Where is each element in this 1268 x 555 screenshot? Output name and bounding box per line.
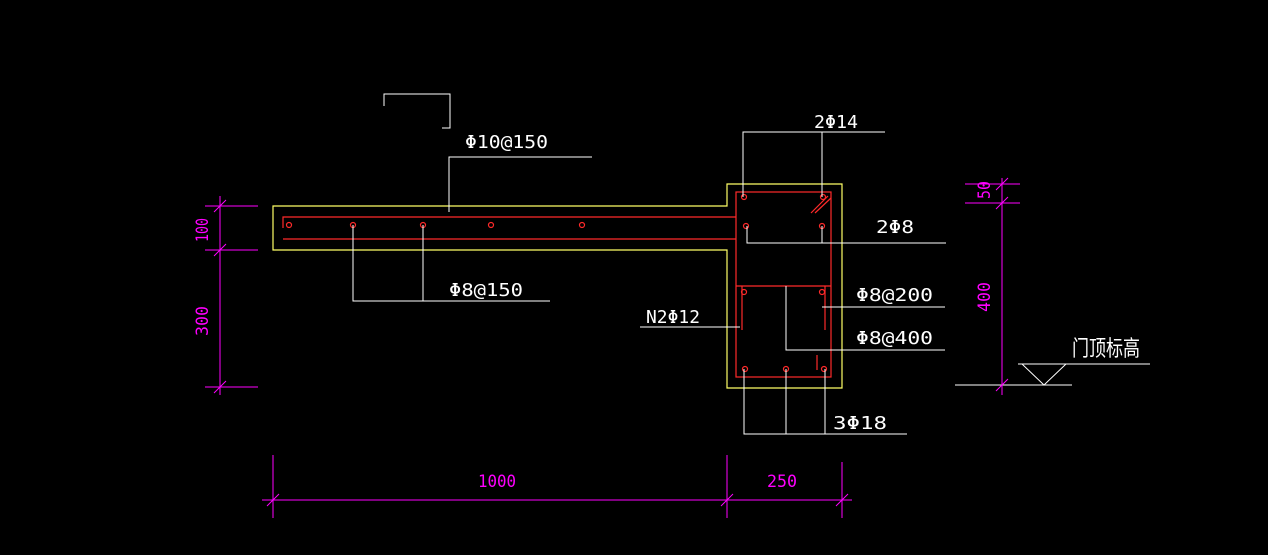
slab-dist-leader <box>352 225 550 302</box>
elevation-triangle <box>1020 363 1068 386</box>
slab-bar-dot <box>578 221 586 229</box>
tick <box>995 177 1009 191</box>
top-bar-leader <box>448 156 592 212</box>
tick <box>213 380 227 394</box>
rebar-dots <box>285 193 828 373</box>
bottom-bars-leader <box>743 369 907 435</box>
beam-stirrup <box>735 191 832 378</box>
tie-bar-label: Φ8@400 <box>856 328 933 349</box>
middle-bars-leader <box>746 226 946 244</box>
bar-shape-symbol <box>383 93 451 129</box>
stirrup-label: Φ8@200 <box>856 285 933 306</box>
slab-thickness-dim: 100 <box>193 218 213 242</box>
tie-leader <box>785 286 945 351</box>
rebar-group <box>282 191 832 378</box>
drop-height-dim: 300 <box>193 306 213 336</box>
tick <box>213 243 227 257</box>
beam-bar-dot <box>741 365 749 373</box>
beam-height-dim: 400 <box>975 282 995 312</box>
dimension-lines <box>205 177 1020 518</box>
beam-bar-dot <box>742 222 750 230</box>
canopy-length-dim: 1000 <box>478 472 516 492</box>
tick <box>213 199 227 213</box>
elevation-mark-label: 门顶标高 <box>1072 337 1140 362</box>
beam-bar-dot <box>820 365 828 373</box>
beam-top-step-dim: 50 <box>975 181 995 199</box>
corner-bars-label: 2Φ14 <box>814 112 858 133</box>
beam-bar-dot <box>818 288 826 296</box>
beam-width-dim: 250 <box>767 472 797 492</box>
canopy-slab-outline <box>272 183 843 389</box>
beam-bar-dot <box>819 193 827 201</box>
slab-top-bar <box>282 216 736 228</box>
tick <box>835 493 849 507</box>
tick <box>720 493 734 507</box>
dimension-text: 100 300 50 400 1000 250 <box>193 181 995 492</box>
middle-bars-label: 2Φ8 <box>876 217 914 238</box>
slab-bar-dot <box>285 221 293 229</box>
concrete-outline <box>272 183 843 389</box>
beam-bar-dot <box>740 288 748 296</box>
leader-lines <box>352 93 1150 435</box>
corner-bars-leader <box>742 131 885 197</box>
tick <box>266 493 280 507</box>
bottom-bars-label: 3Φ18 <box>833 413 887 434</box>
top-bar-label: Φ10@150 <box>465 132 548 153</box>
waist-bar-label: N2Φ12 <box>646 307 700 328</box>
beam-bar-dot <box>740 193 748 201</box>
stirrup-hook-2 <box>814 197 832 214</box>
slab-bar-dot <box>487 221 495 229</box>
annotations: Φ10@150 2Φ14 2Φ8 Φ8@150 Φ8@200 N2Φ12 Φ8@… <box>449 112 1140 434</box>
tick <box>995 196 1009 210</box>
slab-distribution-label: Φ8@150 <box>449 280 523 301</box>
tick <box>995 378 1009 392</box>
